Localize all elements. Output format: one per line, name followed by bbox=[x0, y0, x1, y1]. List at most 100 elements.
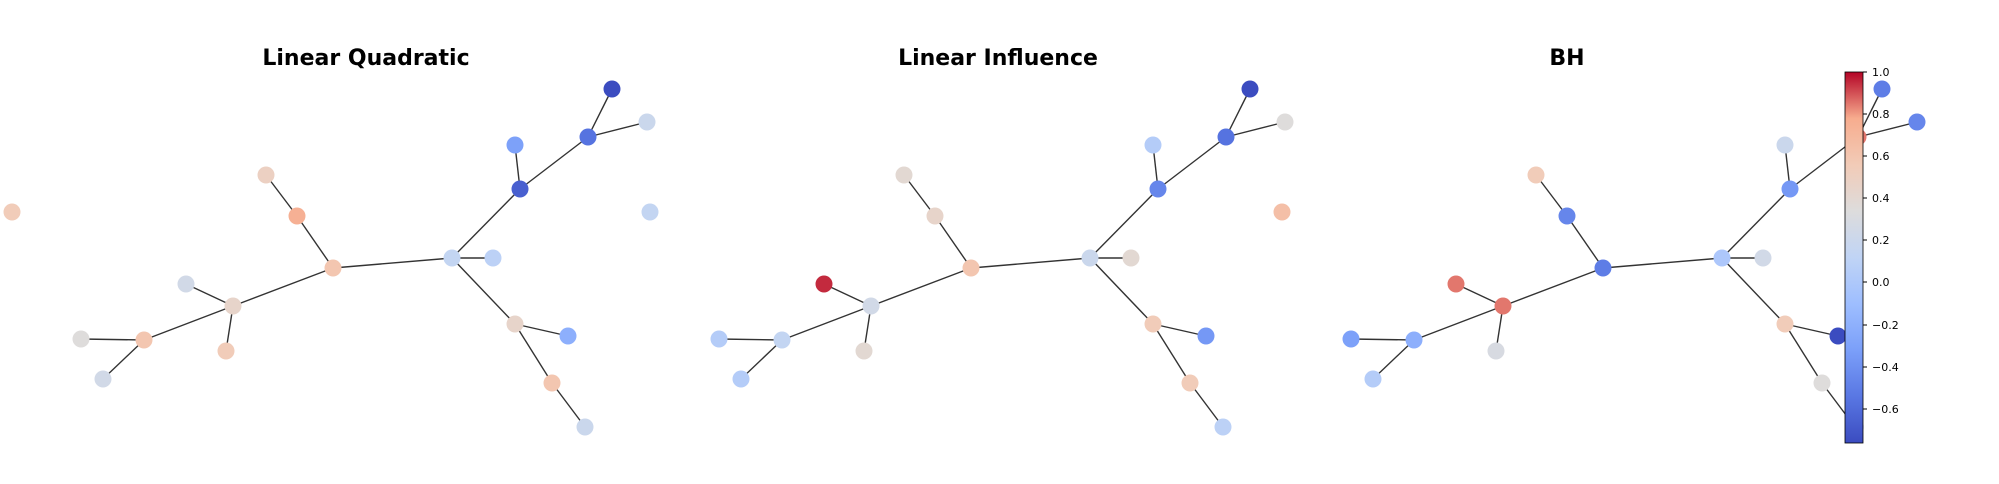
graph-edge bbox=[514, 323, 569, 337]
graph-node bbox=[1594, 259, 1612, 277]
panel-title: Linear Quadratic bbox=[262, 46, 469, 71]
graph-edge bbox=[823, 283, 872, 307]
graph-edge bbox=[1502, 267, 1604, 307]
graph-edge bbox=[934, 215, 972, 269]
colorbar-frame bbox=[1844, 71, 1864, 444]
graph-node bbox=[1342, 330, 1360, 348]
graph-edge bbox=[870, 267, 972, 307]
graph-edge bbox=[1721, 257, 1786, 325]
graph-edge bbox=[1152, 323, 1191, 384]
graph-edge bbox=[718, 338, 783, 341]
graph-node bbox=[1487, 342, 1505, 360]
graph-node bbox=[511, 180, 529, 198]
colorbar-tick-label: 0.2 bbox=[1872, 234, 1890, 247]
graph-node bbox=[641, 203, 659, 221]
graph-node bbox=[1197, 327, 1215, 345]
graph-edge bbox=[1225, 88, 1251, 138]
graph-edge bbox=[587, 121, 648, 138]
colorbar-tick-label: −0.2 bbox=[1872, 319, 1899, 332]
graph-edge bbox=[265, 174, 298, 217]
graph-edge bbox=[451, 188, 521, 259]
graph-node bbox=[443, 249, 461, 267]
graph-edge bbox=[1857, 121, 1918, 138]
graph-node bbox=[72, 330, 90, 348]
graph-node bbox=[1813, 374, 1831, 392]
graph-edge bbox=[1089, 257, 1154, 325]
graph-edge bbox=[1089, 188, 1159, 259]
graph-edge bbox=[185, 283, 234, 307]
panel-linear-quadratic: Linear Quadratic bbox=[3, 46, 656, 436]
graph-edge bbox=[332, 257, 453, 269]
graph-edge bbox=[1784, 323, 1839, 337]
colorbar-tick-label: −0.6 bbox=[1872, 403, 1899, 416]
colorbar-tick-label: 1.0 bbox=[1872, 66, 1890, 79]
graph-edge bbox=[1602, 257, 1723, 269]
graph-edge bbox=[970, 257, 1091, 269]
graph-node bbox=[895, 166, 913, 184]
graph-node bbox=[1558, 207, 1576, 225]
graph-node bbox=[1276, 113, 1294, 131]
graph-edge bbox=[1413, 305, 1504, 341]
graph-edge bbox=[1152, 323, 1207, 337]
graph-node bbox=[579, 128, 597, 146]
graph-node bbox=[1713, 249, 1731, 267]
graph-node bbox=[559, 327, 577, 345]
graph-edge bbox=[1157, 136, 1227, 190]
graph-edge bbox=[781, 305, 872, 341]
graph-node bbox=[576, 418, 594, 436]
graph-node bbox=[710, 330, 728, 348]
panel-linear-influence: Linear Influence bbox=[641, 46, 1294, 436]
graph-node bbox=[506, 136, 524, 154]
graph-node bbox=[1754, 249, 1772, 267]
colorbar-tick-label: 0.8 bbox=[1872, 108, 1890, 121]
graph-node bbox=[638, 113, 656, 131]
panel-bh: BH bbox=[1273, 46, 1926, 436]
graph-node bbox=[962, 259, 980, 277]
node-layer bbox=[1273, 80, 1926, 436]
graph-node bbox=[288, 207, 306, 225]
graph-node bbox=[3, 203, 21, 221]
graph-node bbox=[1181, 374, 1199, 392]
edge-layer bbox=[80, 88, 648, 428]
graph-node bbox=[1214, 418, 1232, 436]
graph-node bbox=[1829, 327, 1847, 345]
graph-edge bbox=[232, 267, 334, 307]
colorbar-tick-label: −0.4 bbox=[1872, 361, 1899, 374]
graph-edge bbox=[514, 323, 553, 384]
node-layer bbox=[3, 80, 656, 436]
graph-edge bbox=[1372, 339, 1415, 380]
graph-edge bbox=[1455, 283, 1504, 307]
graph-node bbox=[217, 342, 235, 360]
colorbar-ticks: 1.00.80.60.40.20.0−0.2−0.4−0.6 bbox=[1863, 66, 1899, 416]
graph-node bbox=[1149, 180, 1167, 198]
graph-node bbox=[177, 275, 195, 293]
graph-node bbox=[603, 80, 621, 98]
panel-title: BH bbox=[1549, 46, 1584, 71]
graph-node bbox=[1494, 297, 1512, 315]
graph-node bbox=[1405, 331, 1423, 349]
graph-edge bbox=[80, 338, 145, 341]
graph-edge bbox=[1350, 338, 1415, 341]
graph-edge bbox=[740, 339, 783, 380]
graph-node bbox=[224, 297, 242, 315]
colorbar-gradient bbox=[1845, 72, 1863, 443]
graph-edge bbox=[451, 257, 516, 325]
graph-edge bbox=[1784, 323, 1823, 384]
graph-node bbox=[1217, 128, 1235, 146]
graph-node bbox=[1447, 275, 1465, 293]
graph-node bbox=[1364, 370, 1382, 388]
edge-layer bbox=[718, 88, 1286, 428]
graph-node bbox=[1144, 136, 1162, 154]
graph-edge bbox=[143, 305, 234, 341]
graph-edge bbox=[587, 88, 613, 138]
graph-node bbox=[732, 370, 750, 388]
graph-edge bbox=[102, 339, 145, 380]
edge-layer bbox=[1350, 88, 1918, 428]
colorbar-tick-label: 0.4 bbox=[1872, 192, 1890, 205]
graph-node bbox=[1527, 166, 1545, 184]
colorbar-tick-label: 0.0 bbox=[1872, 276, 1890, 289]
graph-node bbox=[1081, 249, 1099, 267]
graph-node bbox=[1873, 80, 1891, 98]
graph-node bbox=[1122, 249, 1140, 267]
